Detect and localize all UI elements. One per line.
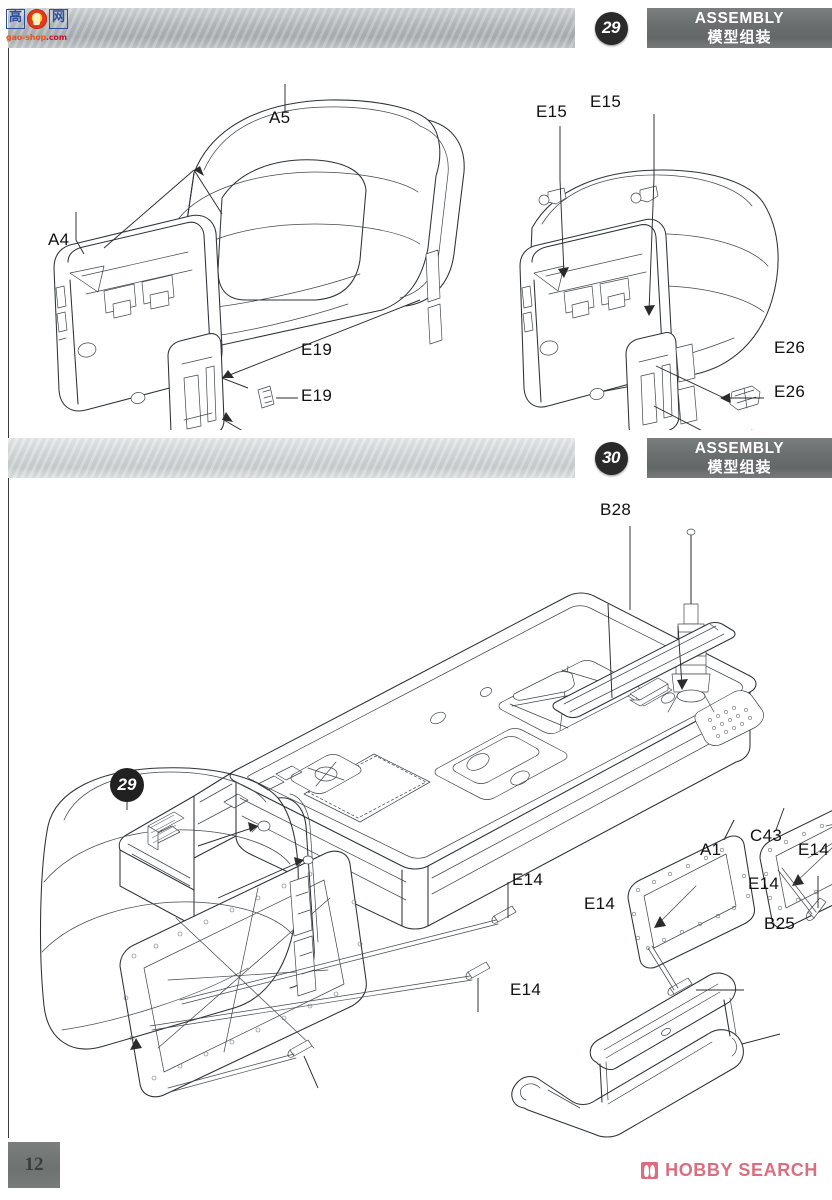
leaders-29-left	[75, 84, 421, 430]
part-E19-clip-upper	[257, 385, 275, 409]
leaders-29-right	[558, 114, 764, 430]
label-A4: A4	[48, 230, 70, 249]
part-C43-door-panel	[759, 810, 832, 929]
label-B28: B28	[600, 500, 632, 519]
page-number-text: 12	[24, 1154, 44, 1175]
label-E26-lower: E26	[774, 382, 806, 401]
header-band-light-29	[8, 8, 575, 48]
section-header-29: 29 ASSEMBLY 模型组装	[8, 8, 832, 48]
label-E26-upper: E26	[774, 338, 806, 357]
label-E14-center: E14	[584, 894, 616, 913]
label-A1: A1	[700, 840, 722, 859]
part-E15-pin-left	[538, 187, 567, 206]
fist-seal-icon	[27, 9, 47, 29]
label-E19-lower: E19	[301, 386, 333, 405]
label-E14-lower-left: E14	[510, 980, 542, 999]
step-number-badge-30: 30	[594, 441, 628, 475]
logo-char-gao-icon: 高	[6, 9, 25, 29]
page-number-box: 12	[8, 1142, 60, 1188]
step-number-holder-29: 29	[575, 8, 647, 48]
hobby-search-flame-icon	[641, 1162, 659, 1179]
logo-domain-name: gao-shop	[6, 33, 47, 42]
hobby-search-text: HOBBY SEARCH	[665, 1160, 818, 1181]
part-E14-handle-e	[806, 897, 827, 921]
header-band-light-30	[8, 438, 575, 478]
label-E14-right: E14	[798, 840, 830, 859]
header-title-en-29: ASSEMBLY	[694, 10, 785, 28]
part-B28-rail	[552, 621, 736, 719]
part-A4-bulkhead-frame-right	[519, 218, 698, 430]
step-number-badge-29: 29	[594, 11, 628, 45]
page-left-rule	[8, 46, 10, 1138]
header-band-dark-30: ASSEMBLY 模型组装	[647, 438, 832, 478]
logo-domain-text: gao-shop.com	[6, 33, 68, 42]
search-word: SEARCH	[738, 1160, 818, 1180]
label-E14-mid-right: E14	[748, 874, 780, 893]
label-C43: C43	[750, 826, 783, 845]
leaders-30	[119, 526, 819, 1089]
label-E19-upper: E19	[301, 340, 333, 359]
step-number-holder-30: 30	[575, 438, 647, 478]
part-A4-bulkhead-frame	[53, 214, 225, 430]
label-B25: B25	[764, 914, 796, 933]
logo-domain-tld: .com	[46, 33, 67, 42]
part-E14-handle-c	[491, 905, 517, 924]
header-title-cn-29: 模型组装	[707, 27, 772, 46]
diagram-panel-29: A5 A4 E19 E19 E15 E15 E26 E26	[8, 48, 832, 430]
diagram-30-svg	[40, 526, 832, 1138]
logo-glyph-row: 高 网	[6, 6, 68, 32]
gao-shop-watermark-logo: 高 网 gao-shop.com	[6, 6, 68, 48]
section-header-30: 30 ASSEMBLY 模型组装	[8, 438, 832, 478]
part-A5-hinge-posts	[425, 249, 443, 345]
part-E14-handle-b	[465, 961, 491, 980]
part-E14-handle-d	[667, 977, 693, 996]
part-A1-door-panel	[627, 835, 755, 969]
header-band-dark-29: ASSEMBLY 模型组装	[647, 8, 832, 48]
hobby-word: HOBBY	[665, 1160, 733, 1180]
label-E15-left: E15	[536, 102, 568, 121]
exploded-guide-rods	[149, 867, 817, 1093]
header-title-cn-30: 模型组装	[707, 457, 772, 476]
label-A5: A5	[269, 108, 291, 127]
label-E15-right: E15	[590, 92, 622, 111]
hull-left-door-frame	[119, 850, 367, 1098]
label-E14-upper-left: E14	[512, 870, 544, 889]
part-B25-brush-guard	[511, 972, 744, 1138]
hobby-search-watermark: HOBBY SEARCH	[641, 1160, 818, 1181]
sub-assembly-29-canvas-cover	[40, 767, 319, 1050]
step-reference-bubble-29: 29	[110, 768, 144, 802]
diagram-panel-30: 29 B28 C43 A1 E14 E14 E14 E14 E14 B25	[8, 478, 832, 1138]
diagram-29-svg	[53, 84, 779, 430]
hull-front-fittings	[147, 811, 314, 899]
header-title-en-30: ASSEMBLY	[694, 440, 785, 458]
logo-char-wang-icon: 网	[49, 9, 68, 29]
